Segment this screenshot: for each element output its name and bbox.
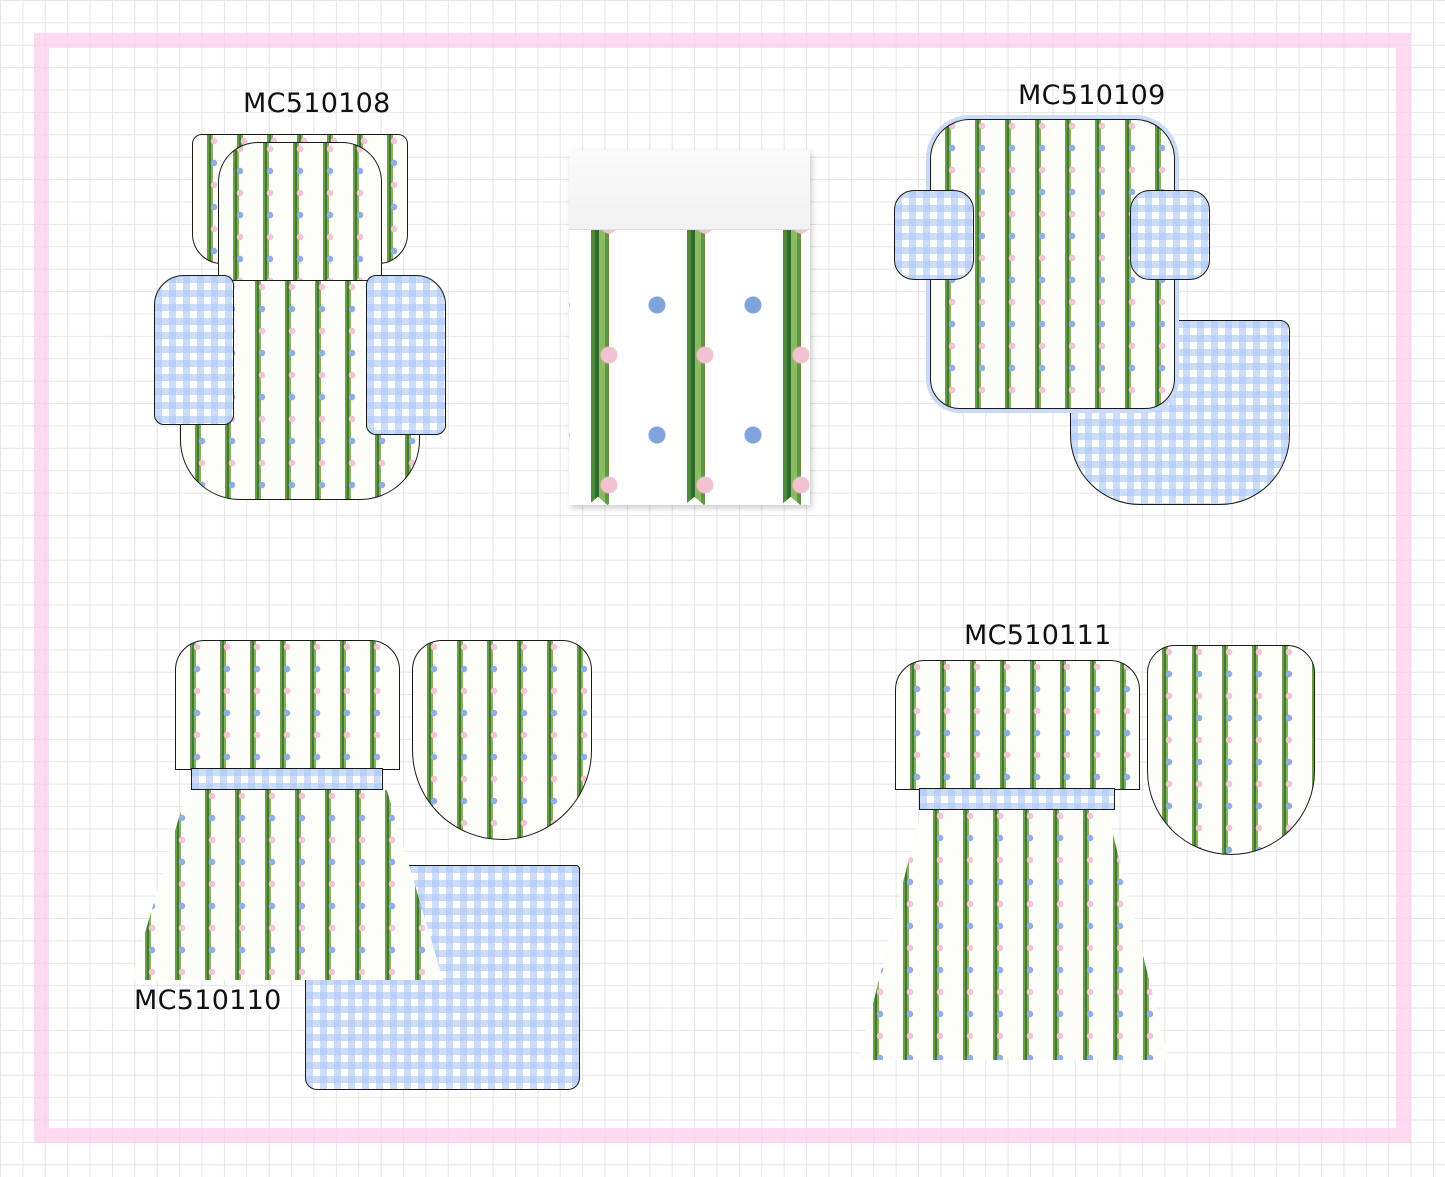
dress-waistband — [919, 788, 1115, 810]
left-bow — [894, 190, 974, 280]
right-bow — [1130, 190, 1210, 280]
left-bow — [154, 275, 234, 425]
tunic-back-view — [412, 640, 592, 840]
pink-frame — [34, 33, 1411, 1143]
dress-mc510111 — [855, 645, 1325, 1070]
romper-mc510108 — [150, 130, 450, 510]
set-mc510110 — [125, 630, 625, 1090]
right-bow — [366, 275, 446, 435]
romper-bodice — [218, 142, 382, 282]
product-code-label: MC510111 — [964, 620, 1112, 651]
tunic-bodice — [175, 640, 400, 770]
swatch-fabric-print — [569, 230, 810, 505]
tunic-waistband — [191, 768, 383, 790]
dress-skirt — [859, 810, 1169, 1060]
tunic-skirt — [131, 790, 443, 980]
product-code-label: MC510110 — [134, 985, 282, 1016]
swatch-header — [569, 150, 810, 230]
product-code-label: MC510109 — [1018, 80, 1166, 111]
dress-back-view — [1147, 645, 1315, 855]
product-code-label: MC510108 — [243, 88, 391, 119]
fabric-swatch — [569, 150, 810, 505]
set-mc510109 — [890, 115, 1300, 515]
dress-bodice — [895, 660, 1140, 790]
